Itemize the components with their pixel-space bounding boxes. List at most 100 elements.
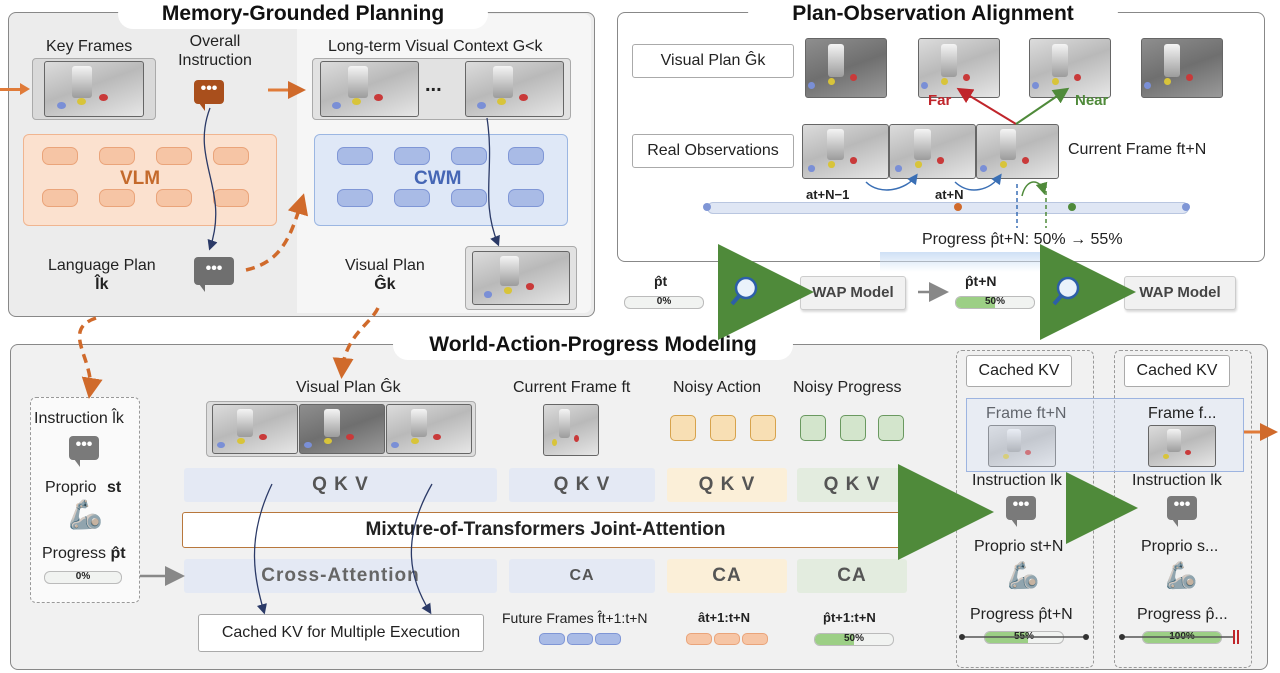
p-t-n-bar-fill [956, 297, 995, 308]
wapm-progress-symbol: p̂t [110, 545, 126, 562]
frame-1-image [988, 425, 1056, 467]
wapm-title: World-Action-Progress Modeling [393, 330, 793, 360]
progress-timeline [707, 202, 1189, 214]
poa-title: Plan-Observation Alignment [748, 0, 1118, 29]
cross-attention-block: Cross-Attention [184, 559, 497, 593]
wapm-plan-frame-2 [299, 404, 385, 454]
visual-plan-symbol: Ĝk [374, 276, 396, 293]
cwm-token [451, 147, 487, 165]
ca-noisy-action: CA [667, 559, 787, 593]
future-frame-token-1 [539, 633, 565, 645]
poa-plan-frame-1 [805, 38, 887, 98]
mgp-title: Memory-Grounded Planning [118, 0, 488, 29]
future-frame-token-3 [595, 633, 621, 645]
wapm-current-frame-label: Current Frame ft [513, 379, 631, 396]
search-icon-1 [734, 276, 758, 300]
p-t-n-label: p̂t+N [965, 273, 997, 289]
overall-instruction-label: Overall Instruction [178, 33, 252, 69]
context-frame-last [465, 61, 564, 117]
language-plan-symbol: l̂k [95, 276, 109, 293]
poa-progress-text: Progress p̂t+N: 50% → 55% [922, 231, 1123, 248]
vlm-token [156, 189, 192, 207]
wapm-progress-bar: 0% [44, 571, 122, 584]
vlm-token [42, 147, 78, 165]
noisy-progress-token-1 [800, 415, 826, 441]
wapm-progress-bar-text: 0% [75, 571, 91, 582]
instruction-2-label: Instruction lk [1132, 472, 1222, 489]
p-hat-label: p̂t+1:t+N [823, 610, 876, 625]
wapm-progress-label: Progress p̂t [42, 545, 126, 563]
search-icon-2 [1056, 276, 1080, 300]
p-t-n-bar-text: 50% [984, 296, 1005, 307]
qkv-noisy-progress: Q K V [797, 468, 907, 502]
noisy-action-token-2 [710, 415, 736, 441]
wapm-proprio-text: Proprio [45, 479, 97, 496]
progress-2-bar: 100% [1142, 631, 1222, 644]
poa-obs-frame-1 [802, 124, 889, 179]
cwm-token [337, 189, 373, 207]
future-frames-label: Future Frames f̂t+1:t+N [502, 610, 648, 626]
noisy-action-label: Noisy Action [673, 379, 762, 396]
poa-obs-frame-2 [889, 124, 976, 179]
proprio-2-label: Proprio s... [1141, 538, 1219, 555]
action-label-1: at+N−1 [806, 187, 850, 202]
visual-plan-text: Visual Plan [345, 257, 425, 274]
input-arrow-head [20, 83, 30, 95]
wap-model-button-2[interactable]: WAP Model [1124, 276, 1236, 310]
cached-kv-1-box: Cached KV [966, 355, 1072, 387]
search-icon-2-handle [1052, 294, 1063, 306]
frame-2-image [1148, 425, 1216, 467]
progress-1-bar: 55% [984, 631, 1064, 644]
far-label: Far [928, 92, 952, 109]
wapm-progress-text: Progress [42, 545, 107, 562]
poa-real-observations-box: Real Observations [632, 134, 794, 168]
language-plan-text: Language Plan [48, 257, 156, 274]
noisy-action-token-1 [670, 415, 696, 441]
vlm-token [99, 147, 135, 165]
qkv-visual-plan: Q K V [184, 468, 497, 502]
cwm-token [508, 189, 544, 207]
a-hat-token-2 [714, 633, 740, 645]
poa-obs-frame-3 [976, 124, 1059, 179]
wapm-proprio-symbol: st [107, 479, 122, 496]
wap-model-button-1[interactable]: WAP Model [800, 276, 906, 310]
context-frame-first [320, 61, 419, 117]
overall-instruction-chat-icon: ••• [194, 80, 224, 111]
poa-current-frame-label: Current Frame ft+N [1068, 141, 1207, 158]
frame-1-label: Frame ft+N [986, 405, 1067, 422]
ca-current-frame: CA [509, 559, 655, 593]
search-icon-1-handle [730, 294, 741, 306]
key-frames-label: Key Frames [46, 38, 133, 55]
future-frame-token-2 [567, 633, 593, 645]
qkv-current-frame: Q K V [509, 468, 655, 502]
wapm-instruction-label: Instruction l̂k [34, 410, 124, 427]
poa-visual-plan-box: Visual Plan Ĝk [632, 44, 794, 78]
robot-arm-icon-1: 🦾 [1007, 560, 1040, 590]
noisy-progress-label: Noisy Progress [793, 379, 902, 396]
vlm-token [213, 147, 249, 165]
poa-spotlight [880, 252, 1050, 272]
wapm-current-frame-image [543, 404, 599, 456]
wapm-visual-plan-label: Visual Plan Ĝk [296, 379, 401, 396]
wapm-proprio-label: Proprio st [45, 479, 121, 497]
noisy-action-token-3 [750, 415, 776, 441]
proprio-1-label: Proprio st+N [974, 538, 1064, 555]
p-hat-bar: 50% [814, 633, 894, 646]
context-ellipsis: ... [425, 74, 442, 96]
progress-2-bar-text: 100% [1169, 631, 1195, 642]
cached-kv-multi-box: Cached KV for Multiple Execution [198, 614, 484, 652]
a-hat-token-3 [742, 633, 768, 645]
vlm-token [156, 147, 192, 165]
mot-block: Mixture-of-Transformers Joint-Attention [182, 512, 909, 548]
wapm-instruction-chat-icon: ••• [69, 436, 99, 467]
instruction-1-label: Instruction lk [972, 472, 1062, 489]
noisy-progress-token-2 [840, 415, 866, 441]
near-label: Near [1075, 92, 1109, 109]
vlm-label: VLM [120, 168, 161, 189]
long-term-context-label: Long-term Visual Context G<k [328, 38, 543, 55]
vlm-token [99, 189, 135, 207]
visual-plan-frame [472, 251, 570, 305]
cwm-token [451, 189, 487, 207]
p-t-n-bar: 50% [955, 296, 1035, 309]
a-hat-token-1 [686, 633, 712, 645]
